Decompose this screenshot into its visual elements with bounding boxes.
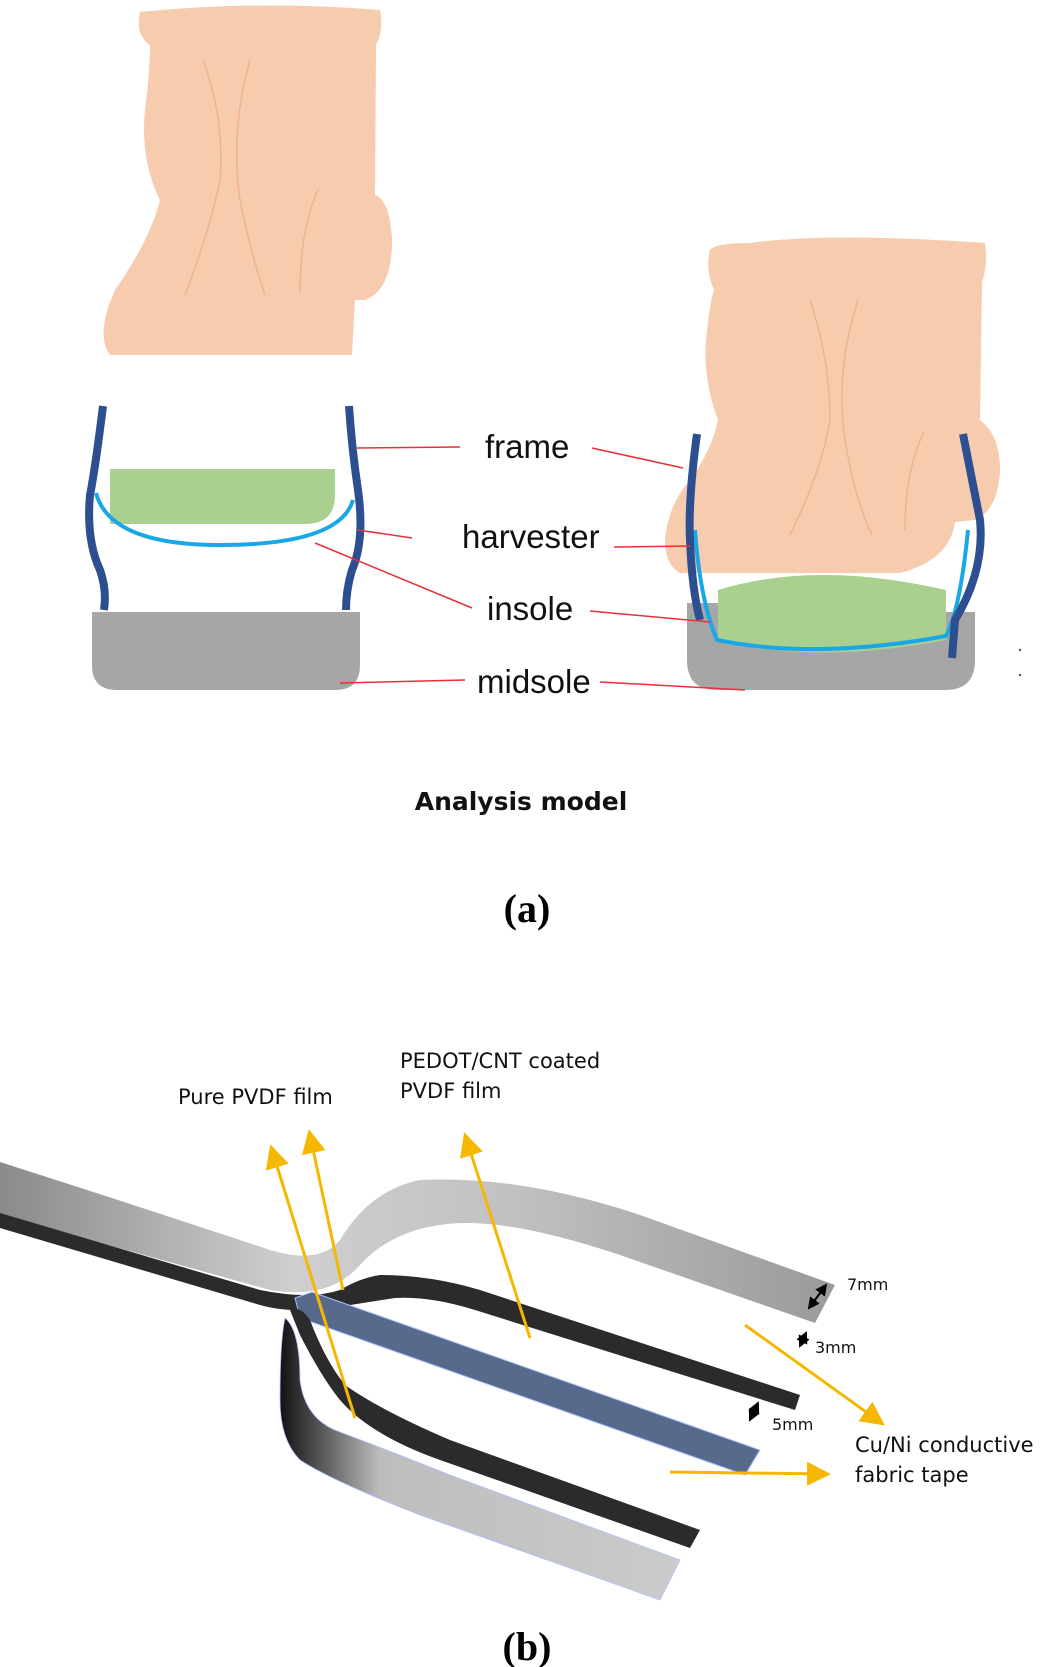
label-pedot-line2: PVDF film xyxy=(400,1079,501,1103)
dimension-arrows xyxy=(748,1283,828,1422)
label-pure-pvdf: Pure PVDF film xyxy=(178,1085,333,1109)
midsole-left xyxy=(92,612,360,690)
panel-b-caption: (b) xyxy=(503,1624,552,1667)
leader-lines xyxy=(314,446,746,691)
dimension-7mm: 7mm xyxy=(847,1275,888,1294)
panel-b: Pure PVDF film PEDOT/CNT coated PVDF fil… xyxy=(0,1049,1034,1667)
harvester-left xyxy=(94,492,355,548)
dimension-5mm: 5mm xyxy=(772,1415,813,1434)
label-midsole: midsole xyxy=(477,663,591,700)
shoe-left xyxy=(85,405,365,690)
label-insole: insole xyxy=(487,590,573,627)
insole-left xyxy=(110,469,335,524)
label-cuni-line2: fabric tape xyxy=(855,1463,969,1487)
foot-right xyxy=(665,237,1000,573)
callout-arrows xyxy=(265,1129,885,1486)
harvester-right xyxy=(693,529,970,652)
frame-right-wall xyxy=(342,405,365,611)
conductive-tape-lower xyxy=(290,1308,700,1548)
foot-left xyxy=(103,5,393,355)
panel-a-title: Analysis model xyxy=(415,787,628,816)
frame-left-wall xyxy=(85,405,109,611)
shoe-right xyxy=(685,433,1022,690)
panel-a: frame harvester insole midsole Analysis … xyxy=(85,5,1022,931)
pvdf-film-lower xyxy=(279,1317,681,1601)
stray-dot xyxy=(1018,673,1022,677)
label-pedot-line1: PEDOT/CNT coated xyxy=(400,1049,600,1073)
frame-right-shoe-left-wall xyxy=(685,433,704,622)
stray-dot xyxy=(1018,648,1022,652)
label-frame: frame xyxy=(485,428,569,465)
pvdf-film-upper xyxy=(0,1162,835,1323)
label-harvester: harvester xyxy=(462,518,600,555)
panel-a-caption: (a) xyxy=(504,886,551,931)
insole-right xyxy=(718,575,946,653)
label-cuni-line1: Cu/Ni conductive xyxy=(855,1433,1034,1457)
dimension-3mm: 3mm xyxy=(815,1338,856,1357)
frame-right-shoe-right-wall xyxy=(948,433,985,659)
